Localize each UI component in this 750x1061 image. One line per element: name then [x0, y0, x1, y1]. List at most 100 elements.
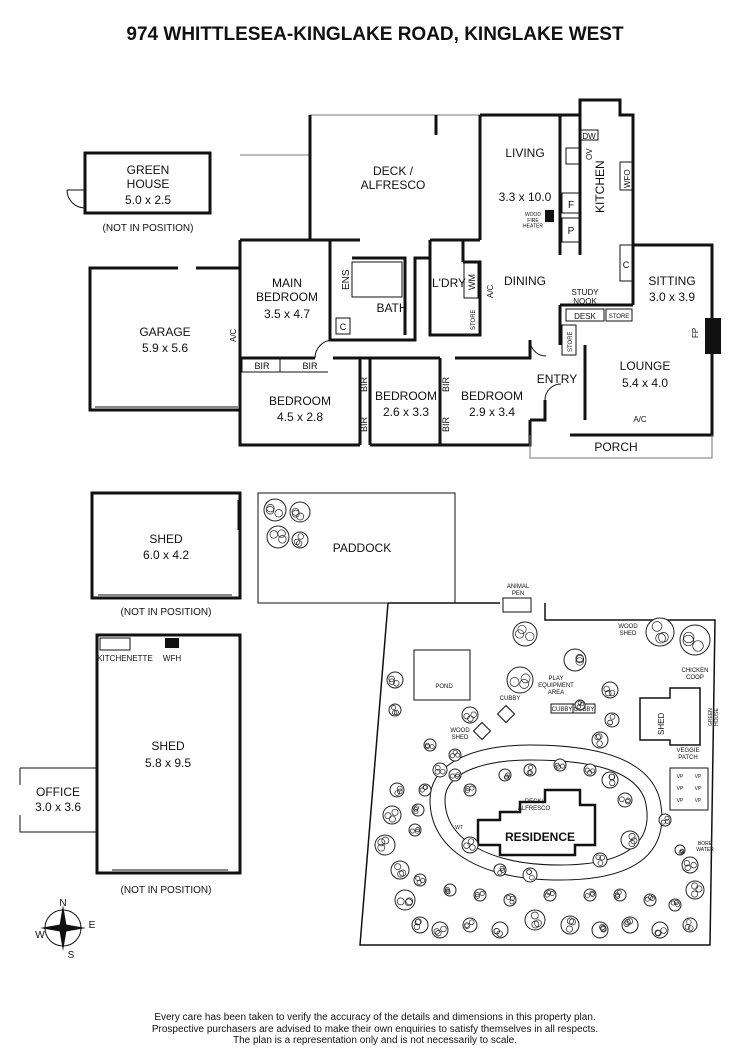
kitchen-cupboard-label: C [623, 260, 630, 270]
bir-3-label: BIR [359, 376, 369, 392]
tree-canopy [392, 710, 397, 716]
disclaimer-line-3: The plan is a representation only and is… [232, 1035, 518, 1046]
garage-size: 5.9 x 5.6 [142, 341, 188, 355]
tree-canopy [544, 892, 550, 898]
disclaimer-line-1: Every care has been taken to verify the … [154, 1012, 596, 1023]
small-shed-size: 6.0 x 4.2 [143, 548, 189, 562]
tree-canopy [425, 743, 431, 749]
dining-ac-label: A/C [486, 284, 495, 298]
tree-canopy [455, 772, 461, 778]
tree-canopy [589, 890, 595, 896]
tree-canopy [396, 897, 405, 906]
tree-canopy [496, 930, 503, 937]
deck-label: DECK /ALFRESCO [361, 164, 426, 192]
tree-canopy [526, 869, 532, 875]
large-shed: KITCHENETTE WFH SHED 5.8 x 9.5 (NOT IN P… [19, 633, 242, 896]
tree-canopy [464, 923, 470, 929]
small-shed-note: (NOT IN POSITION) [121, 607, 212, 618]
tree-canopy [509, 899, 515, 905]
tree-canopy [439, 768, 446, 775]
tree-canopy [605, 690, 612, 697]
vp-label-3: VP [677, 786, 684, 792]
vp-label-2: VP [695, 774, 702, 780]
bedroom-3-label: BEDROOM [461, 389, 523, 403]
garage: GARAGE 5.9 x 5.6 A/C [88, 266, 240, 412]
tree-canopy [687, 925, 694, 931]
tree-canopy [679, 848, 685, 854]
tree-canopy [388, 678, 396, 685]
tree-canopy [515, 629, 525, 639]
tree-canopy [278, 535, 287, 544]
paddock-area: PADDOCK [257, 492, 456, 604]
tree-canopy [393, 680, 400, 687]
tree-canopy [291, 507, 300, 516]
garage-ac-label: A/C [229, 328, 238, 342]
tree-icon [685, 880, 705, 900]
tree-icon [583, 888, 597, 902]
ens-cupboard-label: C [340, 322, 347, 332]
tree-icon [374, 834, 396, 856]
tree-canopy [695, 885, 703, 893]
tree-canopy [296, 540, 303, 547]
tree-canopy [469, 844, 476, 851]
tree-icon [390, 860, 410, 880]
cubby-3-label: CUBBY [500, 696, 521, 702]
tree-canopy [377, 838, 386, 847]
tree-canopy [649, 896, 655, 902]
tree-icon [503, 893, 517, 907]
bedroom-1-label: BEDROOM [269, 394, 331, 408]
bir-5-label: BIR [441, 376, 451, 392]
tree-canopy [381, 836, 390, 845]
tree-icon [418, 783, 432, 797]
tree-canopy [413, 806, 418, 812]
small-shed: SHED 6.0 x 4.2 (NOT IN POSITION) [90, 491, 242, 618]
vp-label-1: VP [677, 774, 684, 780]
tree-canopy [686, 919, 692, 925]
site-shed-label: SHED [657, 713, 666, 735]
tree-canopy [266, 504, 275, 513]
tree-canopy [449, 753, 455, 759]
tree-canopy [414, 918, 421, 926]
lounge-ac-label: A/C [633, 415, 647, 424]
tree-canopy [394, 863, 402, 871]
vp-label-4: VP [695, 786, 702, 792]
tree-canopy [600, 925, 607, 932]
main-bedroom-size: 3.5 x 4.7 [264, 307, 310, 321]
tree-canopy [388, 675, 395, 683]
tree-canopy [506, 895, 512, 901]
tree-icon [560, 915, 580, 935]
tree-icon [423, 738, 437, 752]
compass-north: N [59, 898, 66, 909]
tree-canopy [630, 837, 638, 845]
tree-canopy [499, 865, 505, 871]
tree-canopy [452, 749, 458, 755]
fridge-label: F [568, 200, 574, 211]
tree-canopy [384, 812, 392, 820]
laundry-store-label: STORE [471, 309, 477, 330]
tree-canopy [455, 752, 461, 758]
tree-canopy [658, 632, 669, 643]
tree-canopy [509, 895, 515, 901]
tree-canopy [479, 891, 485, 896]
lounge-label: LOUNGE [620, 359, 671, 373]
tree-canopy [296, 512, 305, 521]
tree-canopy [393, 709, 399, 715]
tree-canopy [625, 797, 631, 804]
compass-west: W [35, 930, 45, 941]
tree-canopy [440, 925, 447, 933]
large-shed-label: SHED [151, 739, 185, 753]
tree-canopy [664, 815, 670, 821]
tree-canopy [594, 734, 601, 741]
large-shed-note: (NOT IN POSITION) [121, 885, 212, 896]
laundry-label: L'DRY [432, 276, 466, 290]
tree-canopy [520, 673, 531, 684]
tree-canopy [603, 685, 610, 693]
bedroom-1-size: 4.5 x 2.8 [277, 410, 323, 424]
